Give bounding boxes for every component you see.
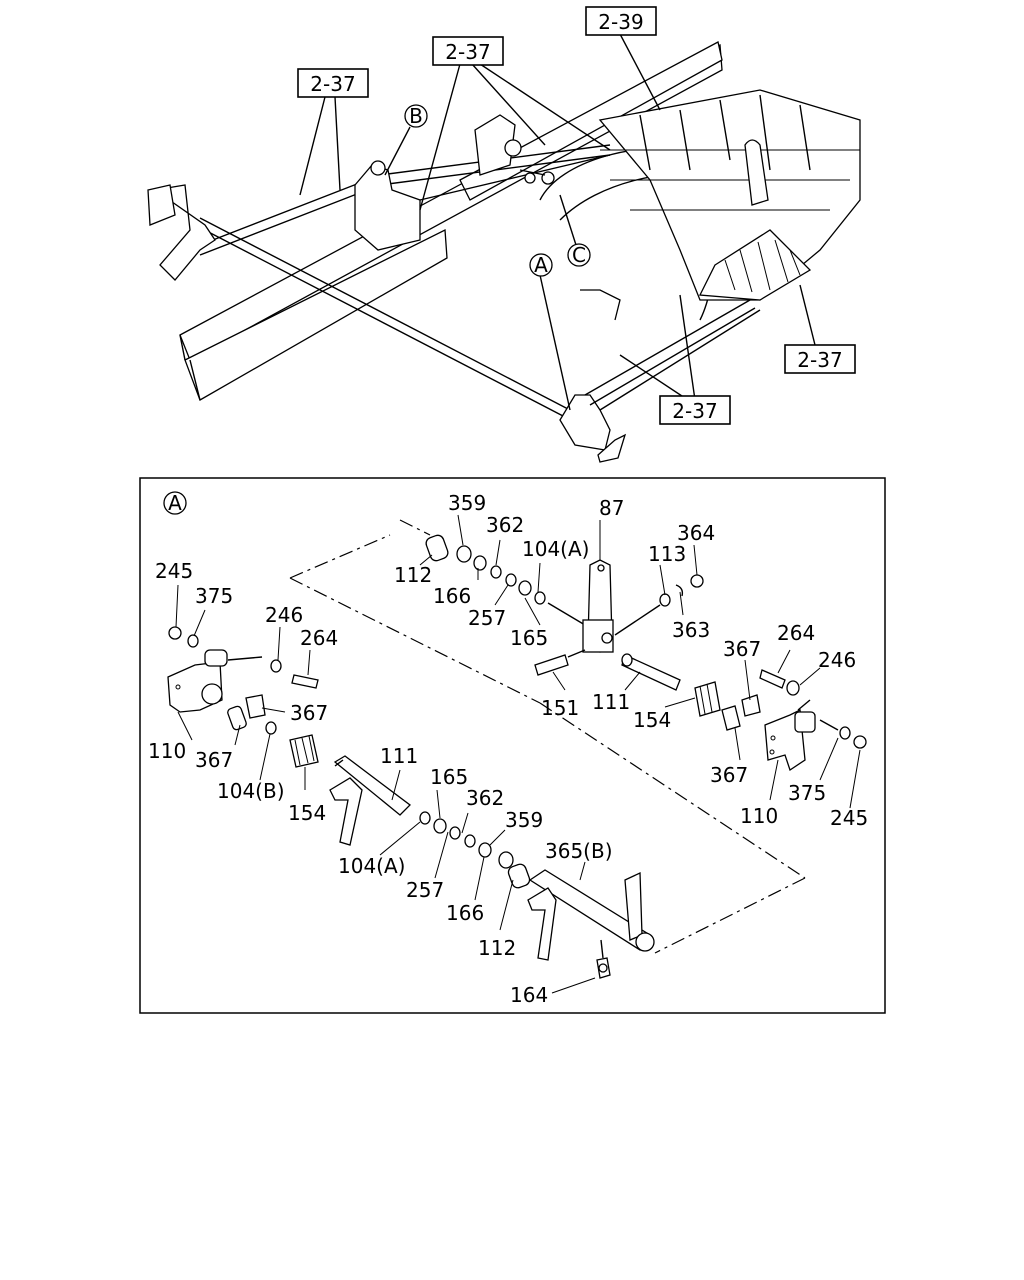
ref-box-label: 2-37 (672, 399, 717, 423)
callout-154-right: 154 (633, 708, 671, 732)
detail-marker-a: A (163, 491, 187, 515)
ref-box-label: 2-39 (598, 10, 643, 34)
svg-text:A: A (534, 253, 548, 277)
ref-box-2-37-top-left: 2-37 (297, 68, 369, 98)
svg-text:C: C (572, 243, 586, 267)
ref-box-label: 2-37 (445, 40, 490, 64)
callout-166-lower: 166 (446, 901, 484, 925)
ref-box-2-37-right: 2-37 (784, 344, 856, 374)
svg-text:A: A (168, 491, 182, 515)
callout-375-right: 375 (788, 781, 826, 805)
callout-111-upper: 111 (592, 690, 630, 714)
callout-359-lower: 359 (505, 808, 543, 832)
callout-362-lower: 362 (466, 786, 504, 810)
callout-367-left-b: 367 (195, 748, 233, 772)
callout-367-right-b: 367 (710, 763, 748, 787)
callout-264-right: 264 (777, 621, 815, 645)
callout-363: 363 (672, 618, 710, 642)
callout-246-left: 246 (265, 603, 303, 627)
callout-112-upper: 112 (394, 563, 432, 587)
callout-367-left-a: 367 (290, 701, 328, 725)
callout-245-left: 245 (155, 559, 193, 583)
callout-257-lower: 257 (406, 878, 444, 902)
ref-box-2-37-bottom: 2-37 (659, 395, 731, 425)
callout-245-right: 245 (830, 806, 868, 830)
callout-359-upper: 359 (448, 491, 486, 515)
detail-view-a: A (139, 477, 886, 1014)
ref-box-label: 2-37 (310, 72, 355, 96)
detail-frame (139, 477, 886, 1014)
callout-375-left: 375 (195, 584, 233, 608)
callout-110-left: 110 (148, 739, 186, 763)
callout-111-lower: 111 (380, 744, 418, 768)
callout-362-upper: 362 (486, 513, 524, 537)
callout-365b: 365(B) (545, 839, 613, 863)
ref-box-label: 2-37 (797, 348, 842, 372)
overview-illustration (147, 33, 861, 463)
svg-text:B: B (409, 104, 423, 128)
callout-164: 164 (510, 983, 548, 1007)
callout-257-upper: 257 (468, 606, 506, 630)
callout-104a-upper: 104(A) (522, 537, 589, 561)
callout-113: 113 (648, 542, 686, 566)
callout-246-right: 246 (818, 648, 856, 672)
callout-264-left: 264 (300, 626, 338, 650)
callout-367-right-a: 367 (723, 637, 761, 661)
marker-c: C (567, 243, 591, 267)
callout-110-right: 110 (740, 804, 778, 828)
ref-box-2-37-top-center: 2-37 (432, 36, 504, 66)
detail-callouts: 359 112 362 166 104(A) 257 165 87 113 36… (148, 491, 868, 1007)
callout-151: 151 (541, 696, 579, 720)
callout-364: 364 (677, 521, 715, 545)
callout-166-upper: 166 (433, 584, 471, 608)
callout-104b: 104(B) (217, 779, 285, 803)
callout-87: 87 (599, 496, 624, 520)
marker-a: A (529, 253, 553, 277)
ref-box-2-39: 2-39 (585, 6, 657, 36)
callout-165-upper: 165 (510, 626, 548, 650)
callout-112-lower: 112 (478, 936, 516, 960)
callout-154-left: 154 (288, 801, 326, 825)
callout-104a-lower: 104(A) (338, 854, 405, 878)
marker-b: B (404, 104, 428, 128)
callout-165-lower: 165 (430, 765, 468, 789)
